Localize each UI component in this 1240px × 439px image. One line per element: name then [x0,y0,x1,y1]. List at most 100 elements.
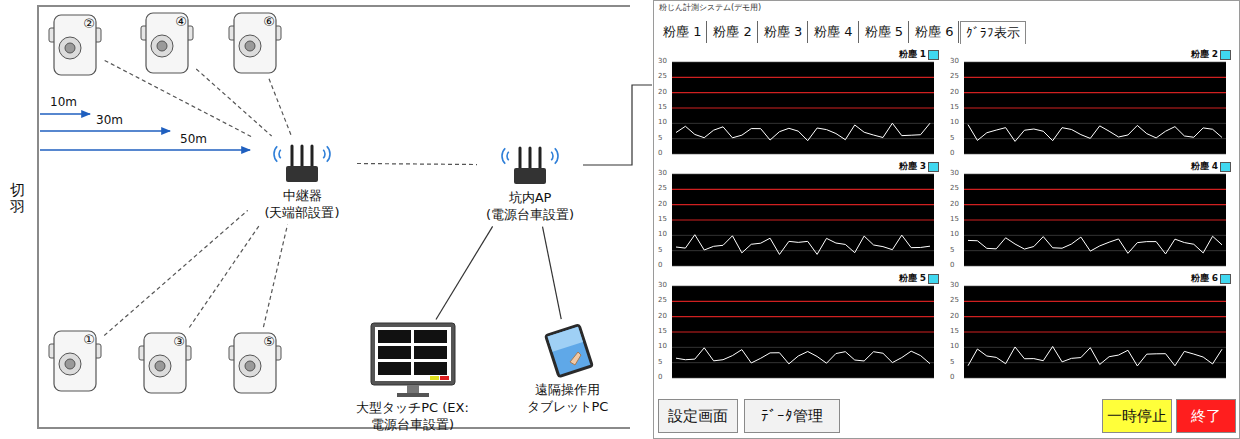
dust-meter: ⑥ [228,10,282,76]
axis-tick: 25 [950,297,959,305]
router-icon [500,140,560,188]
callout-number: ③ [173,335,185,348]
axis-tick: 25 [658,185,667,193]
axis-tick: 25 [658,297,667,305]
window-title: 粉じん計測システム(デモ用) [659,4,1239,12]
status-indicator [1220,274,1231,284]
status-indicator [1220,162,1231,172]
axis-tick: 20 [658,313,667,321]
wireless-link [269,79,291,135]
node-label: 遠隔操作用 タブレットPC [520,382,615,416]
wireless-link [263,225,287,327]
callout-number: ① [83,333,95,346]
axis-tick: 0 [658,262,662,270]
chart-title: 粉塵 4 [1191,162,1218,171]
axis-tick: 20 [950,313,959,321]
node-label: 中継器 (天端部設置) [250,188,354,222]
wireless-station: 坑内AP (電源台車設置) [480,140,580,224]
wireless-link [196,69,271,136]
axis-tick: 0 [950,150,954,158]
line-chart [656,49,942,159]
monitor-icon [370,322,456,398]
axis-tick: 25 [950,73,959,81]
cable-link [583,85,652,165]
app-window: 粉じん計測システム(デモ用) 粉塵 1 粉塵 2 粉塵 3 粉塵 4 粉塵 5 粉塵 6 ｸﾞ… [653,0,1240,439]
status-indicator [928,162,939,172]
dimension-label: 50m [180,133,207,146]
axis-tick: 20 [658,89,667,97]
axis-tick: 5 [658,359,662,367]
axis-tick: 15 [950,328,959,336]
axis-tick: 30 [950,170,959,178]
axis-tick: 0 [950,374,954,382]
dimension-arrow [40,113,90,114]
axis-tick: 20 [950,201,959,209]
tab-button: 粉塵 4 [809,21,858,43]
chart-panel: 粉塵 1 [656,49,942,159]
axis-tick: 30 [658,282,667,290]
node-label: 粉塵 1 [663,24,701,40]
wireless-link [189,224,260,327]
axis-tick: 15 [658,216,667,224]
chart-panel: 粉塵 3 [656,161,942,271]
axis-tick: 20 [950,89,959,97]
wireless-station: 中継器 (天端部設置) [250,138,354,222]
command-button: ﾃﾞｰﾀ管理 [744,399,840,433]
dust-meter: ③ [138,330,192,396]
node-label: 終了 [1191,407,1221,426]
dimension-label: 30m [96,114,123,127]
node-label: 設定画面 [668,407,728,426]
command-button: 設定画面 [658,399,738,433]
dimension-arrow [40,130,170,131]
command-button: 終了 [1176,399,1236,433]
status-indicator [928,50,939,60]
node-label: 粉塵 5 [865,24,903,40]
node-label: 粉塵 6 [915,24,953,40]
axis-tick: 10 [658,231,667,239]
chart-panel: 粉塵 6 [948,273,1234,383]
axis-tick: 0 [658,374,662,382]
node-label: 粉塵 4 [814,24,852,40]
tab-button: 粉塵 3 [759,21,808,43]
line-chart [656,161,942,271]
tab-button: ｸﾞﾗﾌ表示 [960,21,1026,44]
chart-title: 粉塵 2 [1191,50,1218,59]
axis-tick: 30 [950,58,959,66]
axis-tick: 30 [658,170,667,178]
axis-tick: 10 [950,119,959,127]
dust-meter: ① [48,328,102,394]
axis-tick: 5 [658,135,662,143]
axis-tick: 10 [950,343,959,351]
touch-pc: 大型タッチPC (EX:電源台車設置) [345,322,480,434]
node-label: 大型タッチPC (EX:電源台車設置) [345,400,480,434]
node-label: 粉塵 3 [764,24,802,40]
tab-button: 粉塵 2 [708,21,757,43]
face-label: 切羽 [10,182,25,215]
node-label: 坑内AP (電源台車設置) [480,190,580,224]
chart-title: 粉塵 1 [899,50,926,59]
wireless-link [357,163,477,164]
node-label: 粉塵 2 [713,24,751,40]
tab-button: 粉塵 6 [910,21,959,43]
dimension-arrow [40,149,250,150]
callout-number: ④ [175,15,187,28]
axis-tick: 30 [658,58,667,66]
dust-meter: ④ [140,10,194,76]
axis-tick: 15 [950,216,959,224]
chart-title: 粉塵 3 [899,162,926,171]
axis-tick: 15 [658,328,667,336]
axis-tick: 25 [658,73,667,81]
axis-tick: 15 [658,104,667,112]
line-chart [948,161,1234,271]
axis-tick: 30 [950,282,959,290]
chart-panel: 粉塵 2 [948,49,1234,159]
tablet-icon [540,322,596,380]
node-label: 一時停止 [1107,407,1167,426]
dust-meter: ② [48,12,102,78]
callout-number: ⑥ [263,15,275,28]
line-chart [948,273,1234,383]
tab-button: 粉塵 1 [658,21,707,43]
router-icon [272,138,332,186]
command-button: 一時停止 [1102,399,1172,433]
